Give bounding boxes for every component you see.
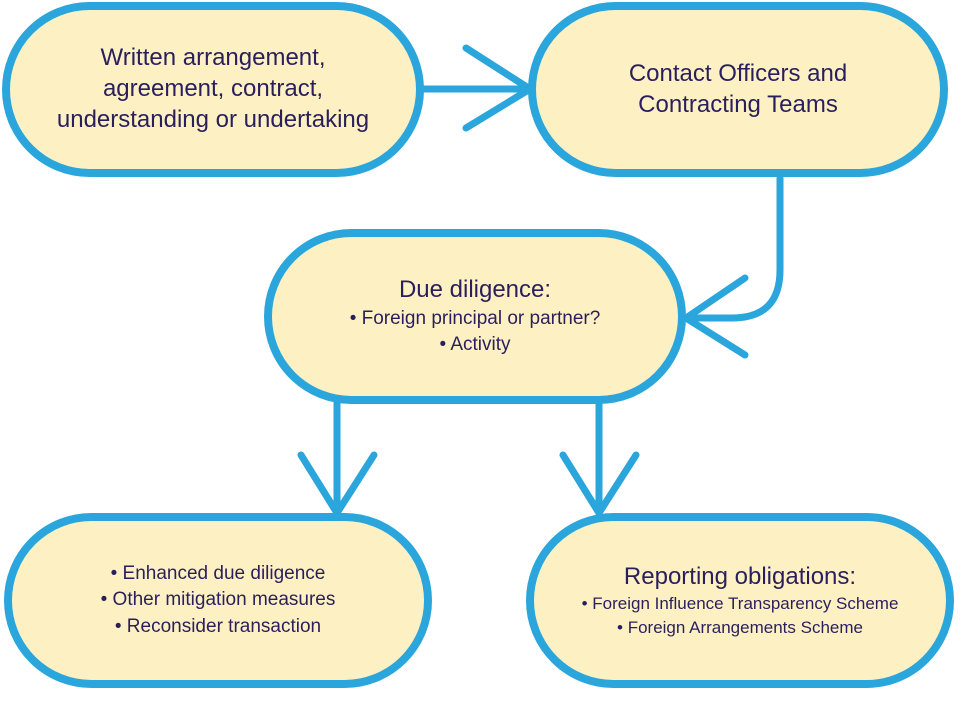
due-diligence-title: Due diligence: bbox=[398, 275, 552, 303]
contact-officers-line-1: Contact Officers and bbox=[628, 59, 848, 87]
reporting-title: Reporting obligations: bbox=[623, 562, 857, 590]
arrow-head-contact-to-due-diligence bbox=[682, 274, 749, 359]
node-contact-officers: Contact Officers and Contracting Teams bbox=[528, 2, 948, 177]
written-arrangement-line-1: Written arrangement, bbox=[100, 44, 326, 72]
mitigation-item-2: • Other mitigation measures bbox=[100, 589, 336, 611]
due-diligence-item-2: • Activity bbox=[439, 333, 511, 355]
node-mitigation: • Enhanced due diligence • Other mitigat… bbox=[4, 513, 432, 688]
mitigation-item-1: • Enhanced due diligence bbox=[110, 563, 326, 585]
reporting-item-1: • Foreign Influence Transparency Scheme bbox=[581, 594, 899, 614]
contact-officers-line-2: Contracting Teams bbox=[638, 90, 838, 118]
arrow-contact-to-due-diligence bbox=[682, 174, 784, 322]
due-diligence-item-1: • Foreign principal or partner? bbox=[349, 307, 601, 329]
node-reporting: Reporting obligations: • Foreign Influen… bbox=[526, 513, 954, 688]
reporting-item-2: • Foreign Arrangements Scheme bbox=[617, 617, 863, 637]
arrow-head-due-to-reporting bbox=[559, 451, 640, 517]
written-arrangement-line-2: agreement, contract, bbox=[102, 75, 324, 103]
written-arrangement-line-3: understanding or undertaking bbox=[56, 105, 370, 133]
mitigation-item-3: • Reconsider transaction bbox=[114, 615, 322, 637]
node-written-arrangement: Written arrangement, agreement, contract… bbox=[2, 2, 424, 177]
node-due-diligence: Due diligence: • Foreign principal or pa… bbox=[264, 229, 686, 404]
